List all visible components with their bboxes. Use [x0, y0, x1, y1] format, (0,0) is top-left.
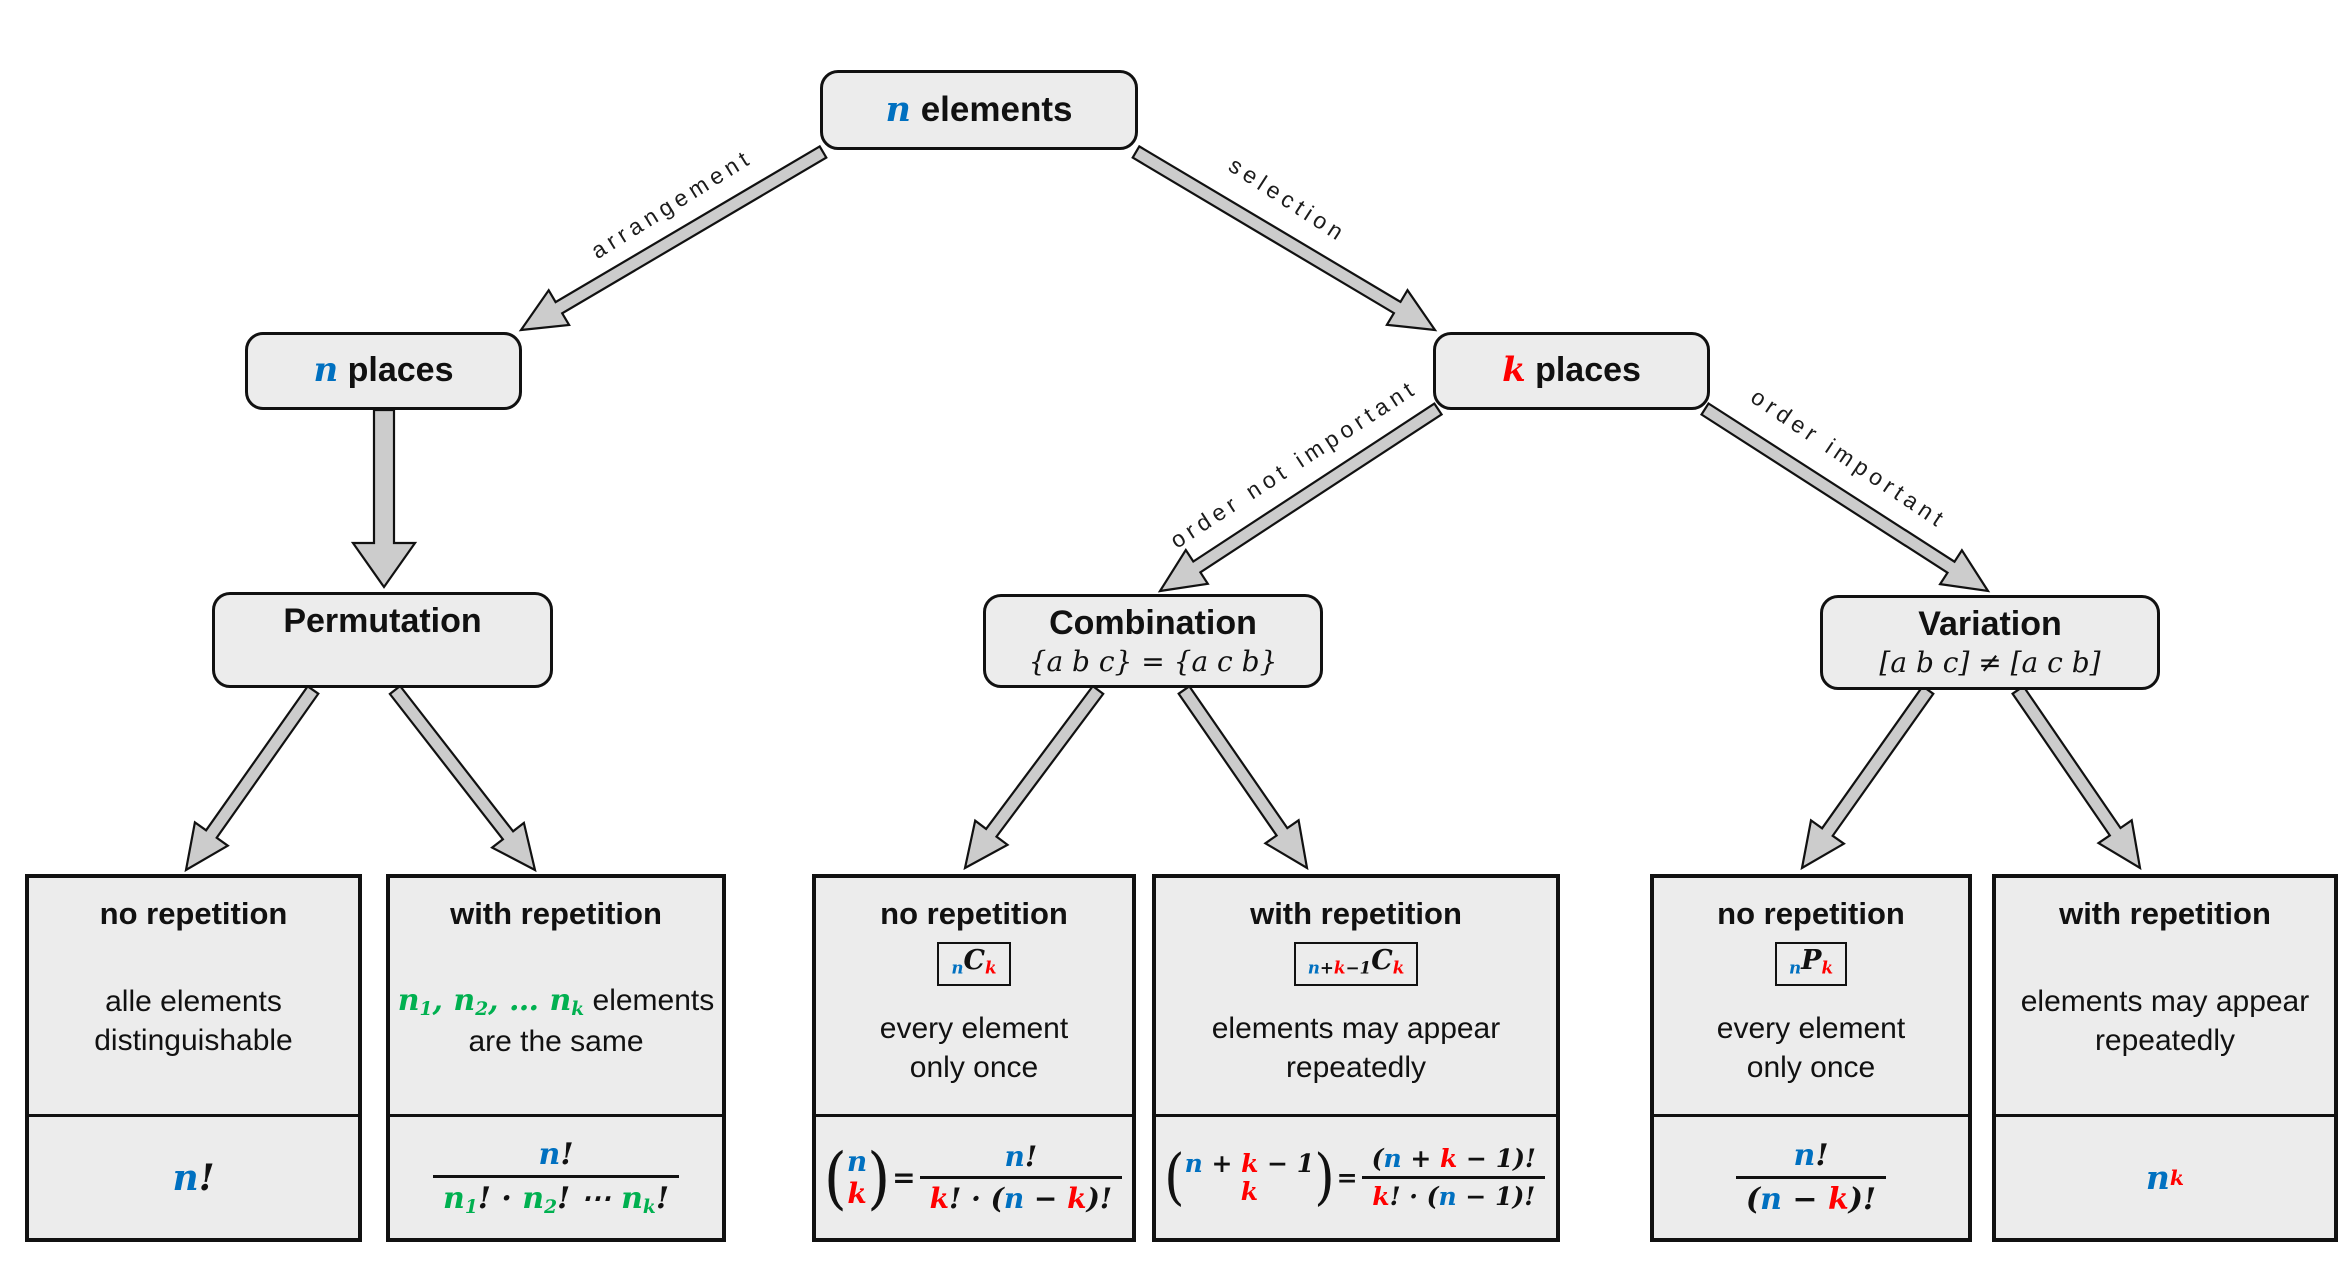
block-arrow — [184, 684, 320, 873]
node-n-elements-title: n elements — [885, 88, 1073, 130]
node-permutation: Permutation — [212, 592, 553, 688]
leaf-title: with repetition — [1250, 896, 1462, 931]
node-variation: Variation [a b c] ≠ [a c b] — [1820, 595, 2160, 690]
leaf-variation-no-repetition: no repetition nPk every element only onc… — [1650, 874, 1972, 1242]
desc-line: distinguishable — [94, 1024, 293, 1057]
node-combination-subtitle: {a b c} = {a c b} — [1028, 645, 1278, 679]
leaf-permutation-with-repetition: with repetition n1, n2, … nk elements ar… — [386, 874, 726, 1242]
desc-line: alle elements — [105, 985, 282, 1018]
desc-line-math: n1, n2, … nk elements — [397, 982, 715, 1021]
leaf-title: no repetition — [99, 896, 288, 931]
block-arrow — [2011, 684, 2142, 871]
node-k-places: k places — [1433, 332, 1710, 410]
block-arrow — [1131, 144, 1438, 332]
leaf-description: alle elements distinguishable — [94, 932, 292, 1114]
desc-line: elements may appear — [2020, 985, 2310, 1018]
badge-n-plus-k-minus-1-Ck: n+k−1Ck — [1293, 942, 1419, 986]
node-variation-title: Variation — [1918, 605, 2062, 643]
leaf-badge-row: nPk — [1774, 942, 1848, 986]
leaf-combination-no-repetition: no repetition nCk every element only onc… — [812, 874, 1136, 1242]
node-n-places: n places — [245, 332, 522, 410]
node-k-places-title: k places — [1502, 350, 1641, 391]
block-arrow — [350, 408, 418, 589]
formula-multinomial: n!n1! · n2! ⋯ nk! — [390, 1114, 722, 1238]
block-arrow — [518, 144, 828, 332]
formula-falling-factorial: n!(n − k)! — [1654, 1114, 1968, 1238]
node-combination-title: Combination — [1049, 604, 1257, 642]
block-arrow — [963, 684, 1105, 871]
leaf-combination-with-repetition: with repetition n+k−1Ck elements may app… — [1152, 874, 1560, 1242]
block-arrow — [1699, 401, 1991, 593]
desc-line: repeatedly — [1285, 1050, 1427, 1084]
desc-line: every element — [879, 1011, 1069, 1045]
node-combination: Combination {a b c} = {a c b} — [983, 594, 1323, 688]
node-n-places-title: n places — [313, 350, 454, 391]
leaf-title: no repetition — [1717, 896, 1905, 931]
leaf-description: n1, n2, … nk elements are the same — [398, 932, 715, 1114]
leaf-description: every element only once — [1717, 986, 1905, 1114]
leaf-description: elements may appear repeatedly — [2021, 932, 2310, 1114]
block-arrow — [1800, 684, 1935, 871]
node-variation-subtitle: [a b c] ≠ [a c b] — [1879, 646, 2101, 680]
leaf-badge-row: n+k−1Ck — [1293, 942, 1419, 986]
leaf-title: no repetition — [880, 896, 1068, 931]
block-arrow — [388, 684, 537, 873]
block-arrow — [1177, 684, 1309, 871]
leaf-badge-row: nCk — [937, 942, 1011, 986]
leaf-title: with repetition — [450, 896, 662, 931]
desc-line: elements may appear — [1211, 1011, 1501, 1045]
badge-nCk: nCk — [937, 942, 1011, 986]
formula-n-factorial: n! — [29, 1114, 358, 1238]
badge-nPk: nPk — [1774, 942, 1848, 986]
leaf-title: with repetition — [2059, 896, 2271, 931]
desc-line: only once — [909, 1050, 1039, 1084]
leaf-variation-with-repetition: with repetition elements may appear repe… — [1992, 874, 2338, 1242]
desc-line: every element — [1716, 1011, 1906, 1045]
leaf-description: elements may appear repeatedly — [1212, 986, 1501, 1114]
node-permutation-title: Permutation — [283, 602, 482, 640]
leaf-description: every element only once — [880, 986, 1068, 1114]
leaf-permutation-no-repetition: no repetition alle elements distinguisha… — [25, 874, 362, 1242]
desc-line: repeatedly — [2094, 1024, 2236, 1057]
node-n-elements: n elements — [820, 70, 1138, 150]
block-arrow — [1157, 402, 1444, 593]
desc-line: are the same — [468, 1025, 644, 1059]
desc-line: only once — [1746, 1050, 1876, 1084]
